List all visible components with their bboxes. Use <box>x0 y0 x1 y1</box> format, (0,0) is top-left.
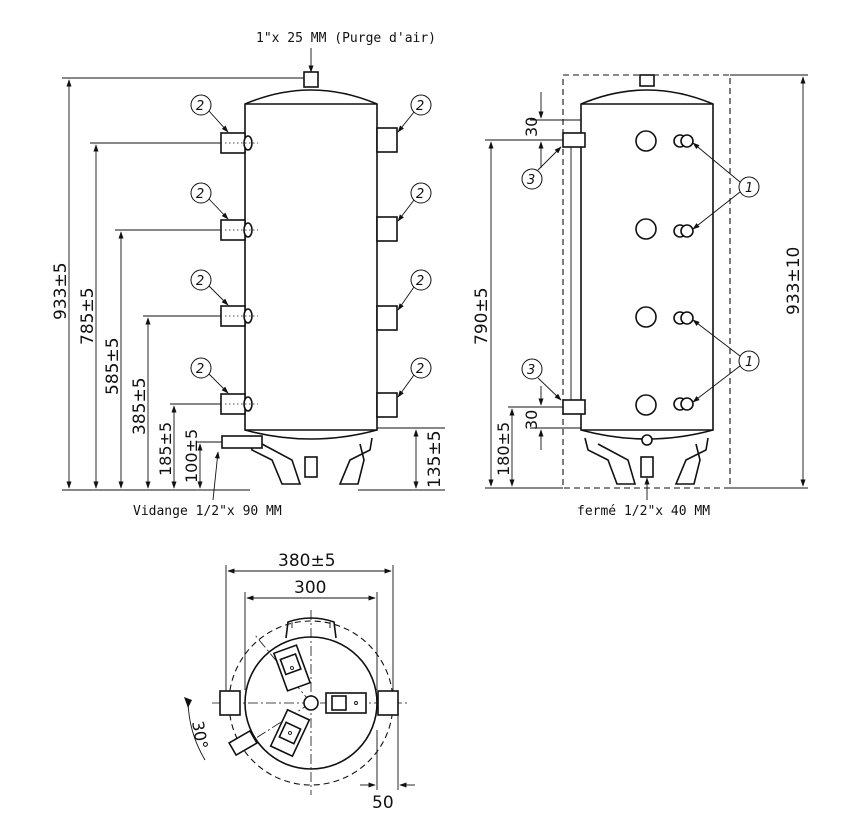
leg-left <box>249 437 302 485</box>
svg-text:2: 2 <box>196 187 204 202</box>
vidange-label: Vidange 1/2"x 90 MM <box>133 504 282 519</box>
dim-50: 50 <box>372 793 394 813</box>
side-view: 1 1 3 3 790±5 180±5 933±10 30 <box>472 74 808 519</box>
svg-text:2: 2 <box>416 362 424 377</box>
dim-585: 585±5 <box>103 337 123 395</box>
dim-785: 785±5 <box>78 287 98 345</box>
dim-933-10: 933±10 <box>784 247 804 315</box>
bubble-1-top: 1 <box>745 181 753 196</box>
svg-text:2: 2 <box>416 99 424 114</box>
bubble-1-bottom: 1 <box>745 355 753 370</box>
dim-135: 135±5 <box>425 430 445 488</box>
tank-body <box>244 89 378 440</box>
dim-790: 790±5 <box>472 287 492 345</box>
side-ports <box>635 130 694 416</box>
leg-right <box>338 437 373 485</box>
right-connections <box>376 127 398 418</box>
dim-30-bottom: 30 <box>522 410 541 430</box>
front-bubbles: 2 2 2 2 2 2 2 2 <box>190 94 432 398</box>
svg-text:2: 2 <box>416 274 424 289</box>
dim-933: 933±5 <box>51 262 71 320</box>
purge-fitting <box>303 71 319 88</box>
purge-label: 1"x 25 MM (Purge d'air) <box>256 31 436 46</box>
ferme-label: fermé 1/2"x 40 MM <box>577 504 710 519</box>
dim-385: 385±5 <box>130 377 150 435</box>
svg-text:2: 2 <box>416 187 424 202</box>
bottom-fitting <box>304 456 318 478</box>
top-view: 380±5 300 <box>184 551 415 813</box>
angle-30: 30° <box>188 719 212 750</box>
dim-30-top: 30 <box>522 117 541 137</box>
svg-text:2: 2 <box>196 362 204 377</box>
dim-300: 300 <box>294 578 326 598</box>
dim-185: 185±5 <box>156 422 175 476</box>
dim-380: 380±5 <box>278 551 336 571</box>
dim-180: 180±5 <box>494 422 513 476</box>
dim-100: 100±5 <box>182 429 201 483</box>
front-view: 1"x 25 MM (Purge d'air) <box>51 31 445 519</box>
bubble-3-bottom: 3 <box>527 363 535 378</box>
bubble-3-top: 3 <box>527 173 535 188</box>
svg-text:2: 2 <box>196 99 204 114</box>
svg-text:2: 2 <box>196 274 204 289</box>
drain-fitting <box>221 435 263 449</box>
